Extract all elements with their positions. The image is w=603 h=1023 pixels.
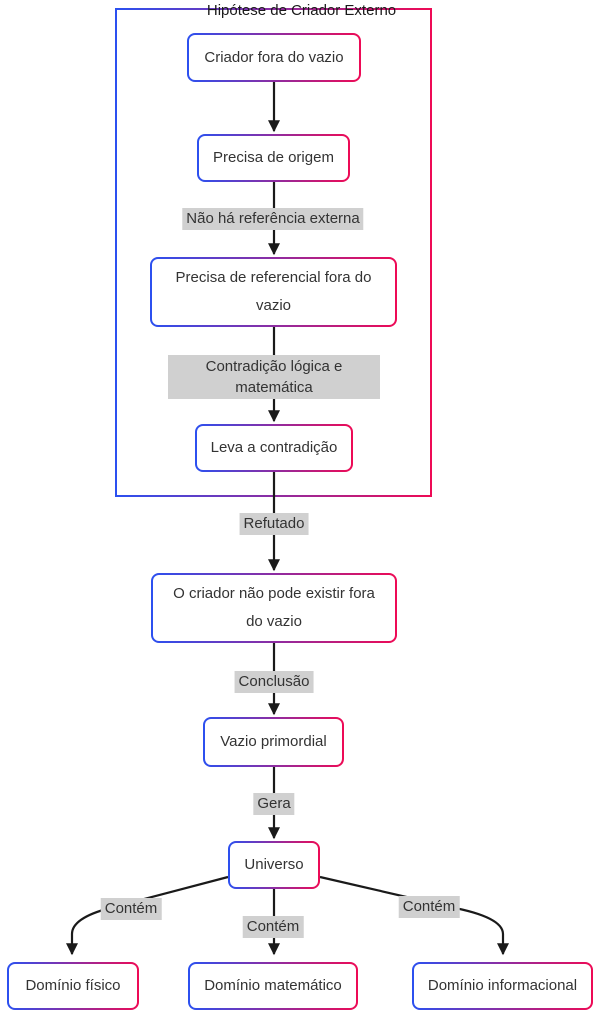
node-label: Leva a contradição [197, 426, 351, 470]
node-dominio-fisico: Domínio físico [7, 962, 139, 1010]
node-label: Domínio físico [9, 964, 137, 1008]
node-label: Domínio informacional [414, 964, 591, 1008]
node-label: Criador fora do vazio [189, 35, 359, 80]
edge-label-gera: Gera [253, 793, 295, 816]
node-dominio-informacional: Domínio informacional [412, 962, 593, 1010]
node-label: Vazio primordial [205, 719, 342, 765]
node-criador-fora-do-vazio: Criador fora do vazio [187, 33, 361, 82]
edge-label-contem-matematico: Contém [242, 916, 304, 939]
node-label: Precisa de referencial fora do vazio [152, 259, 395, 325]
node-label: Universo [230, 843, 318, 887]
edge-label-contem-fisico: Contém [100, 898, 162, 921]
subgraph-title: Hipótese de Criador Externo [206, 2, 397, 19]
node-leva-a-contradicao: Leva a contradição [195, 424, 353, 472]
node-criador-nao-pode-existir: O criador não pode existir fora do vazio [151, 573, 397, 643]
node-precisa-referencial: Precisa de referencial fora do vazio [150, 257, 397, 327]
node-dominio-matematico: Domínio matemático [188, 962, 358, 1010]
node-label: Domínio matemático [190, 964, 356, 1008]
edge-label-conclusao: Conclusão [234, 671, 314, 694]
node-label: O criador não pode existir fora do vazio [153, 575, 395, 641]
node-label: Precisa de origem [199, 136, 348, 180]
node-vazio-primordial: Vazio primordial [203, 717, 344, 767]
edge-label-refutado: Refutado [239, 513, 309, 536]
edge-label-contem-informacional: Contém [398, 896, 460, 919]
node-universo: Universo [228, 841, 320, 889]
node-precisa-de-origem: Precisa de origem [197, 134, 350, 182]
edge-label-nao-ha-referencia-externa: Não há referência externa [182, 208, 364, 231]
edge-label-contradicao-logica-matematica: Contradição lógica e matemática [168, 355, 380, 399]
